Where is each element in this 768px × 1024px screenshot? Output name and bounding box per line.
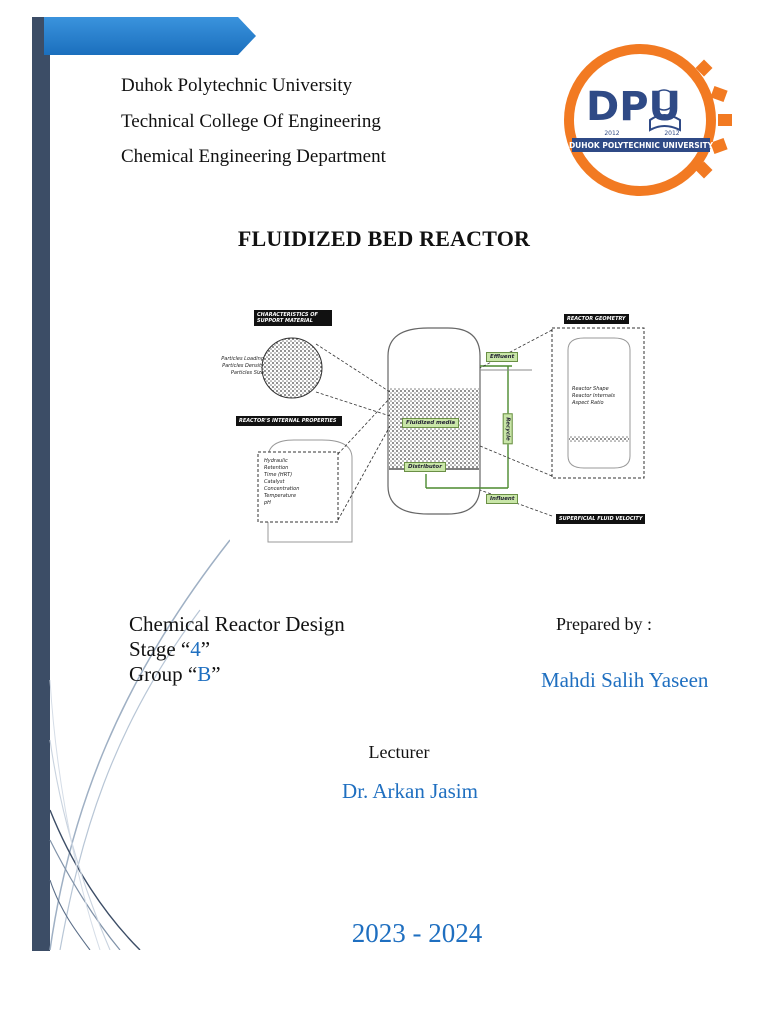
logo-banner-text: DUHOK POLYTECHNIC UNIVERSITY [569,141,714,150]
course-name: Chemical Reactor Design [129,612,345,636]
internal-item: Retention [264,465,289,471]
geometry-item: Reactor Shape [572,386,609,392]
geometry-item: Reactor Internals [572,393,615,399]
effluent-tag: Effluent [486,352,519,362]
support-particles-circle [261,337,323,399]
fluidized-bed [389,388,479,468]
author-name: Mahdi Salih Yaseen [541,668,709,692]
geometry-heading: REACTOR GEOMETRY [564,314,629,324]
prepared-by-label: Prepared by : [556,614,652,634]
geometry-item: Aspect Ratio [572,400,604,406]
department-name: Chemical Engineering Department [121,146,386,167]
distributor-tag: Distributor [404,462,446,472]
support-item: Particles Loading [221,356,264,362]
report-title: FLUIDIZED BED REACTOR [237,226,531,251]
sidebar-bar [32,17,50,951]
internal-item: pH [264,500,271,506]
internal-items: Hydraulic Retention Time (HRT) Catalyst … [264,458,299,507]
lecturer-label: Lecturer [368,742,430,762]
influent-tag: Influent [486,494,519,504]
support-item: Particles Density [222,363,264,369]
support-items: Particles Loading Particles Density Part… [214,356,264,377]
internal-item: Time (HRT) [264,472,293,478]
internal-properties-box [257,451,339,523]
internal-properties-heading: REACTOR'S INTERNAL PROPERTIES [236,416,342,426]
geometry-items: Reactor Shape Reactor Internals Aspect R… [572,386,615,407]
fluidized-media-tag: Fluidized media [402,418,460,428]
university-name: Duhok Polytechnic University [121,75,353,96]
decorative-curves [49,539,230,950]
group-line: Group “B” [129,662,221,686]
logo-letters: DPU [586,84,681,130]
lecturer-name: Dr. Arkan Jasim [342,779,478,803]
support-item: Particles Size [230,370,264,376]
internal-item: Temperature [264,493,297,499]
university-logo: DPU DUHOK POLYTECHNIC UNIVERSITY 2012 20… [564,44,732,196]
recycle-tag: Recycle [502,413,513,445]
internal-item: Hydraulic [264,458,288,464]
internal-item: Concentration [264,486,300,492]
stage-line: Stage “4” [129,637,211,661]
logo-year-left: 2012 [604,130,619,137]
reactor-diagram: CHARACTERISTICS OF SUPPORT MATERIAL Part… [212,306,652,546]
internal-item: Catalyst [264,479,285,485]
support-material-heading: CHARACTERISTICS OF SUPPORT MATERIAL [254,310,332,326]
course-info: Chemical Reactor Design Stage “4” Group … [129,612,345,687]
college-name: Technical College Of Engineering [121,111,381,132]
velocity-heading: SUPERFICIAL FLUID VELOCITY [556,514,646,524]
group-value: B [197,662,212,686]
stage-value: 4 [190,637,201,661]
logo-year-right: 2012 [664,130,679,137]
academic-year: 2023 - 2024 [351,918,483,948]
header-banner-shape [44,17,256,55]
